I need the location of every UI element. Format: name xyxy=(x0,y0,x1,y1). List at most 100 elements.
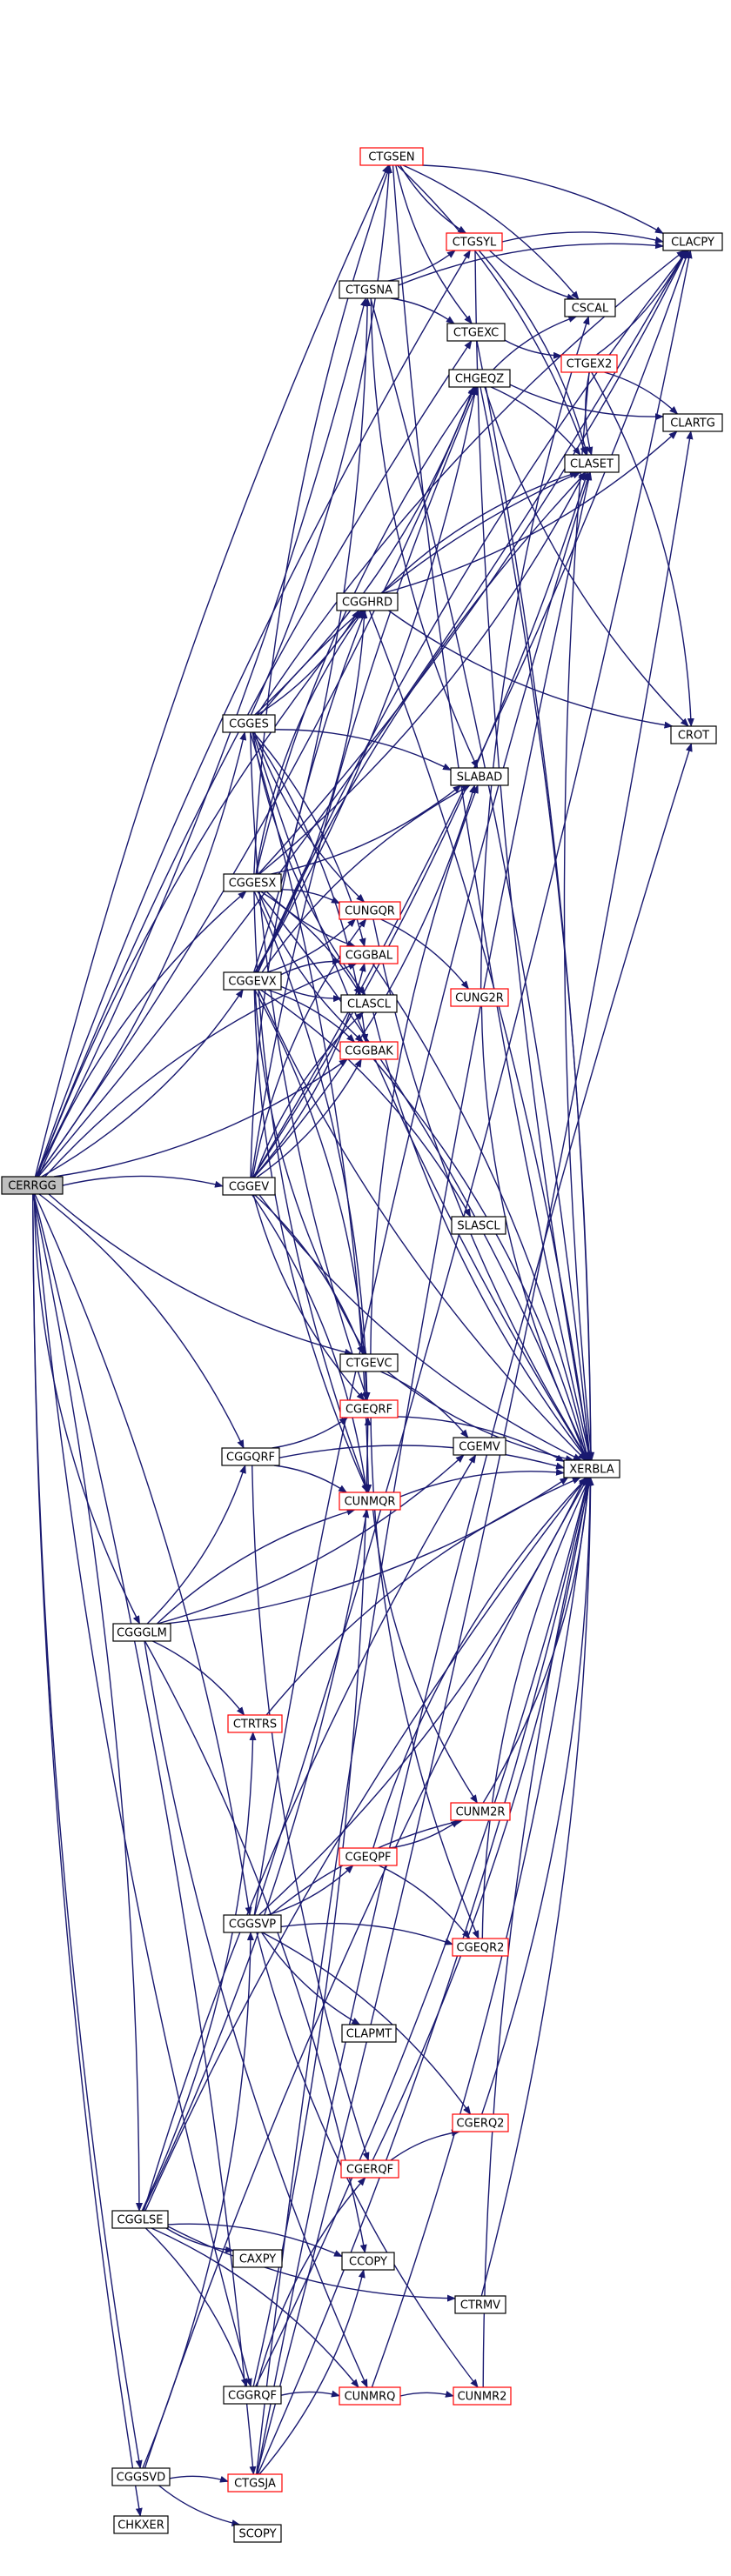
edge-cggevx-to-cggbak xyxy=(266,989,356,1043)
edge-cggev-to-ctgevc xyxy=(254,1194,364,1355)
edge-cgeqrf-to-xerbla xyxy=(397,1416,565,1463)
node-cgges[interactable]: CGGES xyxy=(222,714,276,733)
node-box xyxy=(450,988,509,1007)
node-cgerqf[interactable]: CGERQF xyxy=(340,2159,399,2179)
node-caxpy[interactable]: CAXPY xyxy=(232,2249,283,2268)
node-crot[interactable]: CROT xyxy=(670,725,717,744)
node-ctgsna[interactable]: CTGSNA xyxy=(339,280,399,299)
node-cggsvp[interactable]: CGGSVP xyxy=(223,1914,282,1933)
node-cggqrf[interactable]: CGGQRF xyxy=(221,1447,280,1466)
node-label: CLACPY xyxy=(671,237,714,250)
node-cggrqf[interactable]: CGGRQF xyxy=(223,2386,282,2405)
node-slascl[interactable]: SLASCL xyxy=(451,1216,506,1235)
edge-ctgex2-to-clacpy xyxy=(596,250,687,356)
node-clapmt[interactable]: CLAPMT xyxy=(341,2024,397,2043)
node-box xyxy=(564,454,620,473)
node-cgerq2[interactable]: CGERQ2 xyxy=(452,2113,509,2132)
edge-ctgsna-to-clacpy xyxy=(398,242,664,286)
edge-cgeqpf-to-cunm2r xyxy=(389,1819,460,1849)
edge-ctgsja-to-claset xyxy=(256,471,593,2475)
edge-cggglm-to-cggqrf xyxy=(146,1465,246,1625)
node-cggevx[interactable]: CGGEVX xyxy=(223,971,282,991)
node-cgglse[interactable]: CGGLSE xyxy=(111,2210,169,2229)
node-ctgsen[interactable]: CTGSEN xyxy=(359,147,424,166)
node-label: CTGSYL xyxy=(453,237,497,250)
edge-cggqrf-to-cgeqrf xyxy=(272,1417,349,1449)
edge-cggesx-to-chgeqz xyxy=(255,386,477,875)
node-box xyxy=(339,1041,399,1060)
node-box xyxy=(662,232,723,251)
edge-cggev-to-xerbla xyxy=(258,1194,582,1461)
node-ctgex2[interactable]: CTGEX2 xyxy=(560,354,618,373)
node-ctrmv[interactable]: CTRMV xyxy=(454,2295,506,2314)
node-clartg[interactable]: CLARTG xyxy=(662,413,723,432)
edge-layer xyxy=(32,164,694,2526)
node-ctgsyl[interactable]: CTGSYL xyxy=(446,232,503,251)
node-cgghrd[interactable]: CGGHRD xyxy=(336,592,399,611)
node-cgeqr2[interactable]: CGEQR2 xyxy=(452,1938,509,1957)
edge-cung2r-to-xerbla xyxy=(480,1005,591,1461)
node-cunmqr[interactable]: CUNMQR xyxy=(339,1492,401,1511)
edge-cggevx-to-chgeqz xyxy=(255,386,479,973)
node-cunmrq[interactable]: CUNMRQ xyxy=(339,2386,401,2406)
node-box xyxy=(111,2467,171,2486)
edge-cunmqr-to-xerbla xyxy=(399,1468,565,1498)
node-cgemv[interactable]: CGEMV xyxy=(453,1437,506,1456)
node-cungqr[interactable]: CUNGQR xyxy=(339,901,401,920)
node-label: CUNMR2 xyxy=(458,2391,507,2404)
edge-ctgsja-to-crot xyxy=(256,743,693,2475)
edge-cerrgg-to-clacpy xyxy=(37,250,687,1178)
node-label: CSCAL xyxy=(572,303,609,316)
node-cggbak[interactable]: CGGBAK xyxy=(339,1041,399,1060)
node-cgeqpf[interactable]: CGEQPF xyxy=(339,1847,398,1866)
node-clacpy[interactable]: CLACPY xyxy=(662,232,723,251)
node-label: CGGSVP xyxy=(229,1919,276,1932)
node-slabad[interactable]: SLABAD xyxy=(450,767,509,786)
node-clascl[interactable]: CLASCL xyxy=(340,994,398,1013)
node-ctrtrs[interactable]: CTRTRS xyxy=(227,1714,283,1733)
edge-cerrgg-to-cgghrd xyxy=(37,610,363,1178)
node-cggbal[interactable]: CGGBAL xyxy=(339,945,399,964)
edge-cgghrd-to-clartg xyxy=(383,430,678,594)
node-cunmr2[interactable]: CUNMR2 xyxy=(453,2386,512,2406)
node-box xyxy=(223,2386,282,2405)
node-cggev[interactable]: CGGEV xyxy=(222,1177,276,1196)
node-ctgexc[interactable]: CTGEXC xyxy=(446,323,506,342)
node-cerrgg[interactable]: CERRGG xyxy=(1,1176,64,1195)
node-cscal[interactable]: CSCAL xyxy=(564,298,616,317)
node-box xyxy=(454,2295,506,2314)
node-label: CGGLSE xyxy=(117,2214,164,2227)
node-cggesx[interactable]: CGGESX xyxy=(223,873,282,892)
node-cggsvd[interactable]: CGGSVD xyxy=(111,2467,171,2486)
edge-ctgsen-to-clacpy xyxy=(422,164,664,235)
node-cunm2r[interactable]: CUNM2R xyxy=(450,1802,511,1821)
node-label: CUNM2R xyxy=(456,1806,506,1819)
edge-cggesx-to-cgghrd xyxy=(255,610,365,875)
edge-cgges-to-clacpy xyxy=(256,250,686,716)
node-chgeqz[interactable]: CHGEQZ xyxy=(448,369,511,388)
node-ctgevc[interactable]: CTGEVC xyxy=(339,1353,399,1372)
node-box xyxy=(227,2473,283,2493)
edge-cerrgg-to-ctgsja xyxy=(33,1193,257,2475)
edge-cggsvd-to-ctgsja xyxy=(169,2475,229,2483)
node-cung2r[interactable]: CUNG2R xyxy=(450,988,509,1007)
node-box xyxy=(451,1216,506,1235)
node-scopy[interactable]: SCOPY xyxy=(233,2524,282,2543)
node-cggglm[interactable]: CGGGLM xyxy=(112,1623,171,1642)
edge-cggbak-to-xerbla xyxy=(372,1058,589,1461)
edge-cggglm-to-cunmrq xyxy=(144,1640,368,2388)
node-xerbla[interactable]: XERBLA xyxy=(563,1459,620,1478)
node-label: XERBLA xyxy=(569,1464,614,1477)
node-box xyxy=(1,1176,64,1195)
node-claset[interactable]: CLASET xyxy=(564,454,620,473)
node-box xyxy=(448,369,511,388)
edge-ctgsyl-to-claset xyxy=(478,250,589,456)
node-chkxer[interactable]: CHKXER xyxy=(113,2515,169,2534)
node-ccopy[interactable]: CCOPY xyxy=(341,2252,395,2271)
edge-cerrgg-to-cggsvp xyxy=(34,1193,252,1916)
node-ctgsja[interactable]: CTGSJA xyxy=(227,2473,283,2493)
edge-cggevx-to-ctgsna xyxy=(253,297,372,973)
node-cgeqrf[interactable]: CGEQRF xyxy=(339,1399,399,1418)
node-box xyxy=(339,1353,399,1372)
node-box xyxy=(670,725,717,744)
